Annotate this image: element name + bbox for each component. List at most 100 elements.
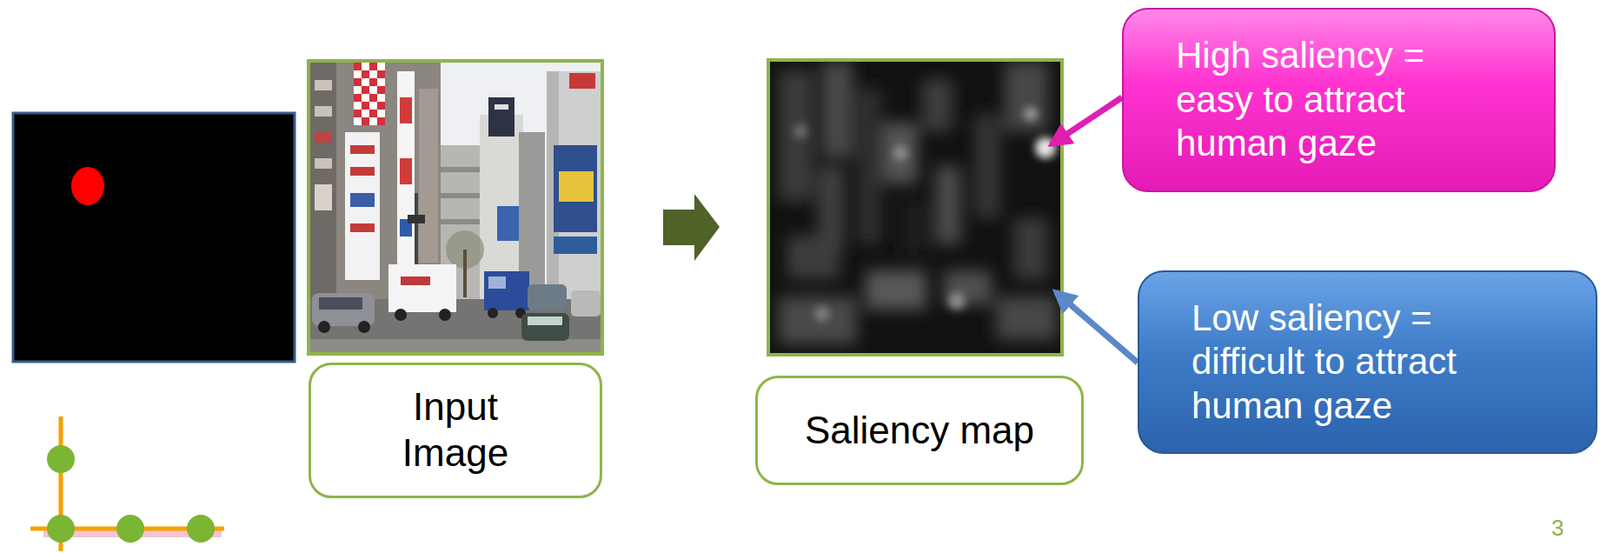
input-photo-part — [361, 86, 370, 94]
saliency-map-image-part — [778, 70, 814, 201]
input-photo-part — [497, 205, 519, 241]
saliency-map-image — [768, 59, 1063, 355]
input-photo-part — [353, 62, 386, 126]
input-photo-part — [318, 320, 331, 333]
input-photo-part — [361, 117, 370, 126]
saliency-map-image-part — [822, 61, 853, 158]
callout-arrow-high — [1051, 97, 1122, 145]
input-photo-part — [400, 276, 431, 286]
input-photo-part — [308, 60, 603, 354]
label-box: Input Image — [308, 362, 603, 498]
input-photo-part — [463, 249, 467, 298]
input-photo-part — [314, 184, 332, 211]
saliency-map-image-part — [900, 200, 927, 253]
input-photo-part — [350, 145, 375, 154]
input-photo-part — [527, 284, 567, 311]
input-photo-part — [369, 109, 378, 118]
saliency-map-image-part — [892, 145, 909, 161]
callout-box-low: Low saliency = difficult to attract huma… — [1137, 270, 1598, 454]
input-photo-part — [350, 223, 375, 233]
node-text: Low saliency = difficult to attract huma… — [1191, 296, 1542, 428]
stimulus-image — [13, 112, 295, 362]
input-photo-part — [488, 276, 506, 289]
input-photo-part — [369, 78, 378, 87]
input-photo-part — [345, 132, 380, 280]
saliency-map-image-part — [922, 79, 953, 132]
saliency-map-image-part — [995, 296, 1057, 340]
axis-icon-part — [116, 514, 145, 543]
input-photo-part — [361, 70, 370, 79]
input-photo-part — [377, 86, 386, 94]
saliency-map-image-part — [974, 113, 1001, 219]
stimulus-image-part — [71, 166, 105, 206]
input-photo-part — [553, 145, 598, 233]
input-photo-part — [353, 109, 362, 118]
saliency-map-image-part — [770, 61, 1061, 353]
input-photo-part — [521, 312, 570, 341]
input-photo-part — [310, 338, 601, 352]
input-photo-part — [527, 316, 563, 326]
input-photo-part — [494, 104, 509, 110]
axis-icon-part — [186, 514, 215, 543]
input-photo-part — [377, 101, 386, 110]
input-photo-part — [369, 93, 378, 102]
process-arrow — [663, 193, 720, 261]
input-photo-part — [407, 214, 425, 224]
saliency-map-image-part — [856, 87, 882, 245]
input-photo-part — [558, 171, 594, 202]
input-photo-part — [487, 307, 498, 319]
node-text: Saliency map — [804, 407, 1035, 454]
input-photo-part — [484, 271, 530, 311]
input-photo-part — [440, 192, 480, 199]
node-text: Input Image — [391, 384, 518, 477]
input-photo-part — [397, 71, 415, 280]
saliency-map-image-part — [1004, 61, 1049, 132]
node-text: High saliency = easy to attract human ga… — [1175, 33, 1475, 166]
input-photo-part — [399, 158, 412, 185]
input-photo-part — [418, 88, 439, 263]
input-photo-part — [394, 308, 407, 321]
input-photo-part — [377, 70, 386, 79]
input-photo-part — [438, 308, 452, 321]
input-photo-part — [546, 71, 601, 302]
page-number: 3 — [1551, 514, 1564, 542]
input-photo-part — [569, 73, 596, 89]
input-photo-part — [377, 117, 386, 126]
callout-box-high: High saliency = easy to attract human ga… — [1121, 7, 1556, 193]
input-photo-part — [388, 264, 457, 313]
input-photo-part — [314, 79, 332, 91]
input-photo-part — [310, 62, 601, 352]
input-photo-part — [361, 101, 370, 110]
callout-arrow-low — [1055, 292, 1138, 363]
saliency-map-image-part — [865, 270, 927, 310]
input-photo-part — [350, 192, 375, 207]
axis-icon-part — [46, 444, 75, 473]
input-photo-part — [310, 62, 337, 302]
stimulus-image-part — [13, 112, 295, 362]
input-photo-part — [353, 62, 362, 71]
saliency-map-image-part — [1023, 106, 1038, 121]
saliency-map-image-part — [787, 235, 840, 279]
input-photo-part — [440, 166, 480, 173]
saliency-map-image-part — [1013, 218, 1049, 279]
label-box: Saliency map — [755, 375, 1084, 485]
input-photo-part — [369, 62, 378, 71]
saliency-map-image-part — [882, 122, 918, 184]
input-photo — [308, 60, 603, 354]
input-photo-part — [488, 97, 515, 137]
saliency-map-image-part — [768, 59, 1063, 355]
input-photo-part — [314, 132, 332, 143]
input-photo-part — [350, 166, 375, 176]
saliency-map-image-part — [793, 124, 808, 139]
input-photo-part — [399, 97, 412, 124]
saliency-map-image-part — [935, 165, 962, 245]
axis-icon-part — [46, 514, 75, 543]
input-photo-part — [314, 158, 332, 169]
input-photo-part — [353, 93, 362, 102]
input-photo-part — [353, 78, 362, 87]
input-photo-part — [553, 236, 598, 254]
input-photo-part — [570, 290, 601, 317]
input-photo-part — [314, 106, 332, 117]
saliency-map-image-part — [814, 305, 830, 322]
axis-icon — [30, 416, 225, 552]
